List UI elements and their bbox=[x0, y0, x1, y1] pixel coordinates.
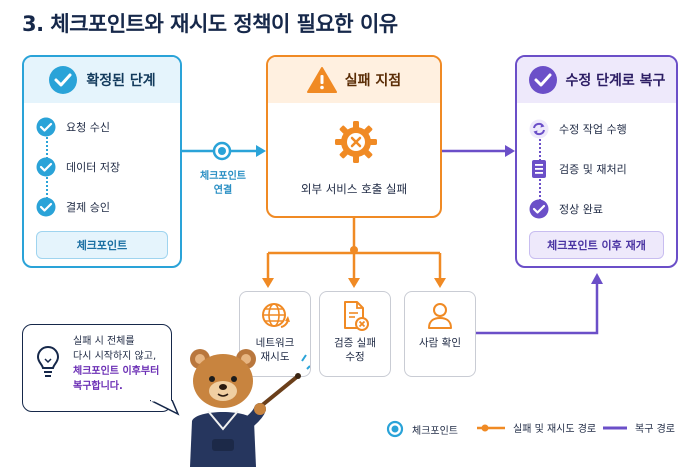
checkpoint-footer-badge: 체크포인트 bbox=[36, 231, 168, 259]
gear-error-icon bbox=[335, 121, 377, 163]
option-validation-fix: 검증 실패 수정 bbox=[319, 291, 391, 377]
confirmed-steps-header: 확정된 단계 bbox=[24, 57, 180, 103]
confirmed-steps-title: 확정된 단계 bbox=[86, 73, 156, 89]
recovery-step-label: 정상 완료 bbox=[559, 203, 603, 216]
legend-failure-path-label: 실패 및 재시도 경로 bbox=[513, 424, 597, 435]
legend-checkpoint: 체크포인트 bbox=[386, 420, 458, 438]
person-icon bbox=[428, 303, 452, 329]
check-circle-icon bbox=[49, 66, 78, 94]
recovery-step-label: 수정 작업 수행 bbox=[559, 123, 627, 136]
check-icon bbox=[529, 199, 549, 219]
confirmed-steps-card: 확정된 단계 요청 수신 데이터 저장 결제 승인 체크포인트 bbox=[22, 55, 182, 268]
step-label: 요청 수신 bbox=[66, 121, 110, 134]
lightbulb-icon bbox=[36, 345, 60, 377]
failure-point-card: 실패 지점 외부 서비스 호출 실패 bbox=[266, 55, 442, 218]
recovery-return-line bbox=[476, 283, 599, 335]
failure-point-header: 실패 지점 bbox=[268, 57, 440, 103]
speech-bubble-tail bbox=[150, 400, 180, 416]
legend-checkpoint-label: 체크포인트 bbox=[412, 425, 458, 437]
bear-mascot-illustration bbox=[190, 349, 310, 467]
document-error-icon bbox=[344, 301, 369, 331]
option-human-check: 사람 확인 bbox=[404, 291, 476, 377]
failure-arrowhead-2 bbox=[348, 278, 360, 288]
connector-caption-line1: 체크포인트 bbox=[200, 171, 246, 182]
connector-caption-line2: 연결 bbox=[213, 185, 233, 196]
bubble-line2: 다시 시작하지 않고, bbox=[73, 351, 157, 362]
step-item: 결제 승인 bbox=[36, 197, 110, 217]
step-item: 요청 수신 bbox=[36, 117, 110, 137]
bubble-highlight-line2: 복구합니다. bbox=[73, 381, 123, 392]
warning-icon bbox=[306, 67, 337, 93]
bubble-highlight-line: 체크포인트 이후부터 bbox=[73, 366, 160, 377]
recovery-step-item: 검증 및 재처리 bbox=[529, 159, 627, 179]
option-label-line1: 검증 실패 bbox=[334, 337, 376, 349]
recovery-step-item: 정상 완료 bbox=[529, 199, 603, 219]
checklist-icon bbox=[532, 160, 546, 178]
checkpoint-connector-caption: 체크포인트 연결 bbox=[197, 170, 249, 198]
recovery-arrowhead bbox=[505, 145, 515, 157]
check-circle-icon bbox=[528, 66, 557, 94]
recovery-header: 수정 단계로 복구 bbox=[517, 57, 676, 103]
step-label: 결제 승인 bbox=[66, 201, 110, 214]
option-label-line2: 수정 bbox=[345, 351, 365, 363]
speech-bubble: 실패 시 전체를 다시 시작하지 않고, 체크포인트 이후부터 복구합니다. bbox=[22, 324, 172, 412]
recovery-path-legend-icon bbox=[603, 426, 627, 429]
failure-arrowhead-3 bbox=[434, 278, 446, 288]
option-label-line1: 네트워크 bbox=[255, 337, 295, 349]
step-item: 데이터 저장 bbox=[36, 157, 120, 177]
failure-point-title: 실패 지점 bbox=[344, 73, 402, 89]
legend-recovery-path-label: 복구 경로 bbox=[635, 424, 675, 435]
globe-retry-icon bbox=[262, 303, 290, 328]
resume-footer-badge: 체크포인트 이후 재개 bbox=[529, 231, 664, 259]
check-icon bbox=[36, 197, 56, 217]
recovery-card: 수정 단계로 복구 수정 작업 수행 검증 및 재처리 정상 완료 체크포인트 … bbox=[515, 55, 678, 268]
failure-description: 외부 서비스 호출 실패 bbox=[300, 182, 408, 196]
step-label: 데이터 저장 bbox=[66, 161, 121, 174]
option-label-line1: 사람 확인 bbox=[419, 337, 461, 349]
failure-path-legend-icon bbox=[477, 424, 505, 431]
failure-arrowhead-1 bbox=[262, 278, 274, 288]
checkpoint-legend-icon bbox=[386, 420, 404, 438]
legend-recovery-path: 복구 경로 bbox=[603, 420, 675, 435]
bubble-line1: 실패 시 전체를 bbox=[73, 336, 135, 347]
check-icon bbox=[36, 117, 56, 137]
check-icon bbox=[36, 157, 56, 177]
recovery-return-arrowhead bbox=[591, 273, 603, 284]
recovery-step-item: 수정 작업 수행 bbox=[529, 119, 627, 139]
bubble-text: 실패 시 전체를 다시 시작하지 않고, 체크포인트 이후부터 복구합니다. bbox=[73, 334, 159, 394]
legend-failure-path: 실패 및 재시도 경로 bbox=[477, 420, 596, 435]
refresh-icon bbox=[529, 119, 549, 139]
page-title: 3. 체크포인트와 재시도 정책이 필요한 이유 bbox=[22, 12, 398, 36]
recovery-title: 수정 단계로 복구 bbox=[565, 73, 666, 89]
recovery-step-label: 검증 및 재처리 bbox=[559, 163, 627, 176]
option-label-line2: 재시도 bbox=[260, 351, 290, 363]
checkpoint-connector-arrowhead bbox=[256, 145, 266, 157]
